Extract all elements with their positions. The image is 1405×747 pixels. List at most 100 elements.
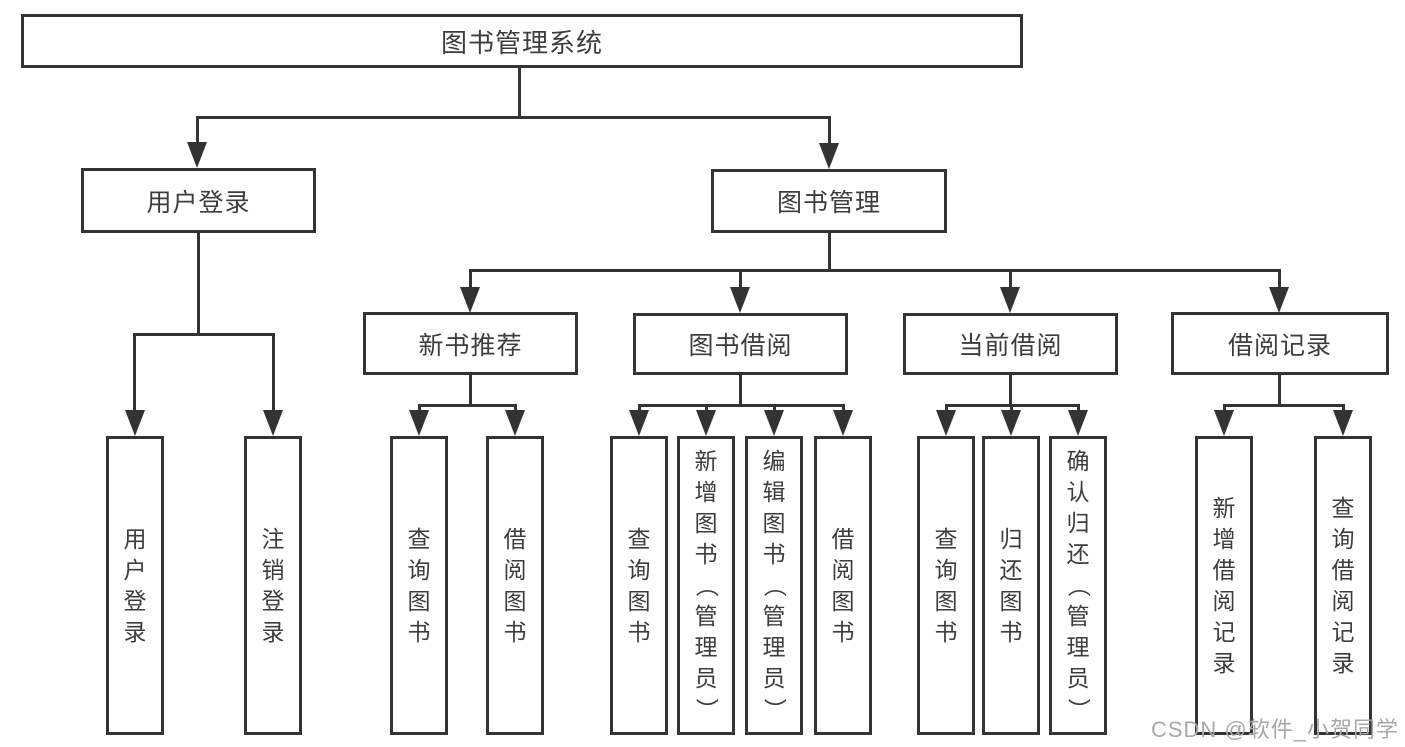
leaf-label-char: 借: [831, 525, 855, 552]
leaf-label-char: 新: [1212, 494, 1236, 521]
leaf-label-char: ）: [761, 698, 788, 721]
leaf-label-char: 图: [999, 587, 1023, 614]
arrow-down-icon: [1333, 410, 1353, 436]
connector-line: [1342, 404, 1345, 413]
connector-line: [1010, 404, 1013, 413]
leaf-label-char: 图: [407, 587, 431, 614]
leaf-label-char: 编: [762, 448, 786, 474]
leaf-label-char: 记: [1212, 618, 1236, 645]
connector-line: [739, 375, 742, 407]
leaf-label-char: 认: [1066, 479, 1090, 505]
leaf-label-char: 户: [123, 556, 147, 583]
arrow-down-icon: [460, 287, 480, 313]
leaf-br-add-record: 新增借阅记录: [1195, 436, 1253, 735]
leaf-label-char: 录: [1331, 649, 1355, 676]
connector-line: [638, 404, 641, 413]
leaf-label-char: 还: [999, 556, 1023, 583]
leaf-label-char: 新: [694, 448, 718, 474]
arrow-down-icon: [505, 410, 525, 436]
connector-line: [828, 116, 831, 144]
connector-line: [945, 404, 948, 413]
connector-line: [514, 404, 517, 413]
node-library-system: 图书管理系统: [21, 14, 1023, 68]
arrow-down-icon: [1000, 287, 1020, 313]
leaf-label-char: 图: [934, 587, 958, 614]
arrow-down-icon: [1068, 410, 1088, 436]
node-new-book-recommend-label: 新书推荐: [418, 331, 523, 360]
connector-line: [418, 404, 517, 407]
leaf-label-char: 阅: [1212, 587, 1236, 614]
leaf-label-char: 书: [503, 618, 527, 645]
leaf-bb-borrow-books: 借阅图书: [814, 436, 872, 735]
leaf-label-char: 图: [503, 587, 527, 614]
arrow-down-icon: [125, 410, 145, 436]
connector-line: [518, 68, 521, 118]
connector-line: [705, 404, 708, 413]
node-user-login: 用户登录: [81, 168, 316, 233]
leaf-label-char: 员: [762, 665, 786, 691]
connector-line: [469, 375, 472, 407]
leaf-nb-query-books: 查询图书: [390, 436, 448, 735]
connector-line: [1077, 404, 1080, 413]
connector-line: [773, 404, 776, 413]
leaf-label-char: 增: [694, 479, 718, 505]
watermark: CSDN @软件_小贺同学: [1150, 717, 1399, 742]
leaf-label-char: 借: [1212, 556, 1236, 583]
leaf-label-char: 登: [123, 587, 147, 614]
leaf-cb-query-books: 查询图书: [917, 436, 975, 735]
leaf-label-char: 书: [627, 618, 651, 645]
node-borrow-records: 借阅记录: [1171, 312, 1389, 375]
leaf-label-char: （: [761, 574, 788, 597]
leaf-label-char: 询: [1331, 525, 1355, 552]
node-book-management-label: 图书管理: [776, 189, 881, 217]
connector-line: [1009, 269, 1012, 290]
leaf-label-char: 录: [1212, 649, 1236, 676]
leaf-br-query-record: 查询借阅记录: [1314, 436, 1372, 735]
leaf-label-char: 管: [1066, 603, 1090, 629]
leaf-label-char: 注: [261, 525, 285, 552]
leaf-label-char: 员: [1066, 665, 1090, 691]
arrow-down-icon: [819, 143, 839, 169]
arrow-down-icon: [1214, 410, 1234, 436]
leaf-label-char: 归: [999, 525, 1023, 552]
leaf-label-char: 书: [762, 541, 786, 567]
node-library-system-label: 图书管理系统: [440, 27, 603, 58]
arrow-down-icon: [1001, 410, 1021, 436]
node-current-borrow: 当前借阅: [903, 313, 1118, 375]
arrow-down-icon: [833, 410, 853, 436]
leaf-label-char: 书: [694, 541, 718, 567]
leaf-label-char: 理: [694, 634, 718, 660]
leaf-label-char: 员: [694, 665, 718, 691]
arrow-down-icon: [730, 287, 750, 313]
leaf-label-char: 查: [934, 525, 958, 552]
leaf-logout-login: 注销登录: [244, 436, 302, 735]
leaf-label-char: 增: [1212, 525, 1236, 552]
connector-line: [469, 269, 472, 290]
leaf-bb-add-books-admin: 新增图书（管理员）: [677, 436, 735, 735]
leaf-label-char: 用: [123, 525, 147, 552]
arrow-down-icon: [263, 410, 283, 436]
node-borrow-records-label: 借阅记录: [1227, 331, 1332, 360]
arrow-down-icon: [409, 410, 429, 436]
leaf-label-char: 询: [407, 556, 431, 583]
connector-line: [133, 333, 275, 336]
node-book-borrow: 图书借阅: [633, 313, 848, 375]
leaf-label-char: （: [1065, 574, 1092, 597]
leaf-nb-borrow-books: 借阅图书: [486, 436, 544, 735]
connector-line: [739, 269, 742, 290]
leaf-label-char: 书: [934, 618, 958, 645]
leaf-label-char: 记: [1331, 618, 1355, 645]
node-current-borrow-label: 当前借阅: [958, 332, 1063, 360]
connector-line: [133, 333, 136, 413]
node-user-login-label: 用户登录: [146, 188, 251, 217]
connector-line: [197, 233, 200, 336]
leaf-label-char: 辑: [762, 479, 786, 505]
connector-line: [1223, 404, 1345, 407]
connector-line: [418, 404, 421, 413]
leaf-label-char: ）: [693, 698, 720, 721]
leaf-label-char: 理: [762, 634, 786, 660]
leaf-label-char: 书: [999, 618, 1023, 645]
leaf-label-char: （: [693, 574, 720, 597]
leaf-label-char: 还: [1066, 541, 1090, 567]
